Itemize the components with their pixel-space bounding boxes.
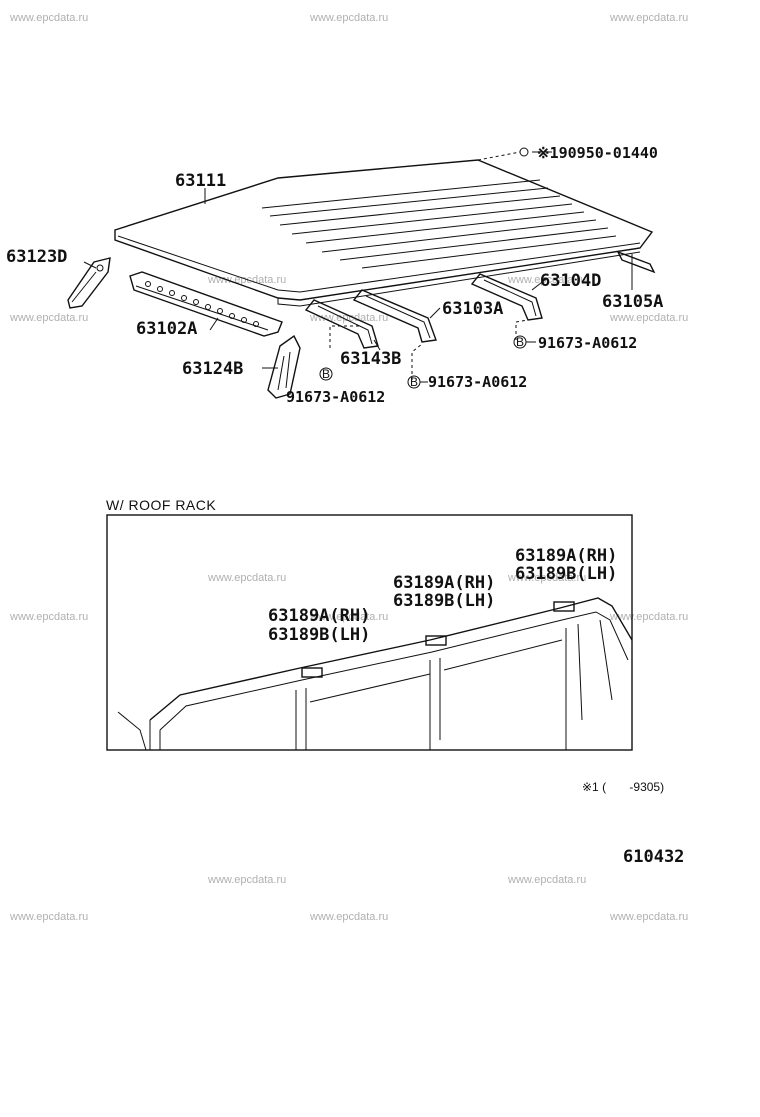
label-63124B: 63124B xyxy=(182,359,243,379)
watermark: www.epcdata.ru xyxy=(207,572,286,584)
inset-label-lh: 63189B(LH) xyxy=(393,591,495,611)
inset-frame xyxy=(106,514,633,751)
bracket-63123D-drawing xyxy=(67,257,111,309)
inset-label-lh: 63189B(LH) xyxy=(268,625,370,645)
watermark: www.epcdata.ru xyxy=(9,12,88,24)
inset-label-rh: 63189A(RH) xyxy=(268,606,370,626)
bolt-symbol-label: B xyxy=(410,375,418,389)
bolt-symbols: B B B xyxy=(319,147,536,389)
label-91673-a0612: 91673-A0612 xyxy=(538,334,637,352)
inset-label-lh: 63189B(LH) xyxy=(515,564,617,584)
watermark: www.epcdata.ru xyxy=(609,911,688,923)
watermark: www.epcdata.ru xyxy=(507,572,586,584)
label-63111: 63111 xyxy=(175,171,226,191)
bolt-symbol-label: B xyxy=(516,335,524,349)
watermark: www.epcdata.ru xyxy=(9,911,88,923)
roof-rack-foot xyxy=(301,667,323,678)
inset-label-rh: 63189A(RH) xyxy=(393,573,495,593)
watermark: www.epcdata.ru xyxy=(507,874,586,886)
label-63123D: 63123D xyxy=(6,247,67,267)
watermark: www.epcdata.ru xyxy=(309,611,388,623)
watermark: www.epcdata.ru xyxy=(309,12,388,24)
watermark: www.epcdata.ru xyxy=(309,911,388,923)
label-63104D: 63104D xyxy=(540,271,601,291)
label-91673-a0612: 91673-A0612 xyxy=(286,388,385,406)
watermark: www.epcdata.ru xyxy=(609,312,688,324)
roof-rack-foot xyxy=(425,635,447,646)
footnote: ※1 ( -9305) xyxy=(582,780,664,794)
watermark: www.epcdata.ru xyxy=(9,312,88,324)
bolt-icon xyxy=(319,367,333,381)
leader-lines xyxy=(83,151,633,369)
label-91673-a0612: 91673-A0612 xyxy=(428,373,527,391)
watermark: www.epcdata.ru xyxy=(609,611,688,623)
label-63105A: 63105A xyxy=(602,292,663,312)
bolt-icon xyxy=(519,147,529,157)
diagram-id: 610432 xyxy=(623,847,684,867)
roof-rack-inset: W/ ROOF RACK xyxy=(106,497,633,751)
roof-panel-drawing xyxy=(114,151,654,307)
watermark: www.epcdata.ru xyxy=(9,611,88,623)
roof-bows-drawing xyxy=(304,250,656,380)
rail-63102A-drawing xyxy=(129,271,283,337)
label-63143B: 63143B xyxy=(340,349,401,369)
watermark: www.epcdata.ru xyxy=(207,274,286,286)
label-63102A: 63102A xyxy=(136,319,197,339)
watermark: www.epcdata.ru xyxy=(309,312,388,324)
bolt-symbol-label: B xyxy=(322,367,330,381)
inset-header: W/ ROOF RACK xyxy=(106,497,216,513)
watermark: www.epcdata.ru xyxy=(507,274,586,286)
bracket-63124B-drawing xyxy=(267,334,301,399)
roof-rack-foot xyxy=(553,601,575,612)
watermark: www.epcdata.ru xyxy=(609,12,688,24)
label-63103A: 63103A xyxy=(442,299,503,319)
label-90950-01440: ※190950-01440 xyxy=(537,144,658,162)
inset-label-rh: 63189A(RH) xyxy=(515,546,617,566)
watermark: www.epcdata.ru xyxy=(207,874,286,886)
